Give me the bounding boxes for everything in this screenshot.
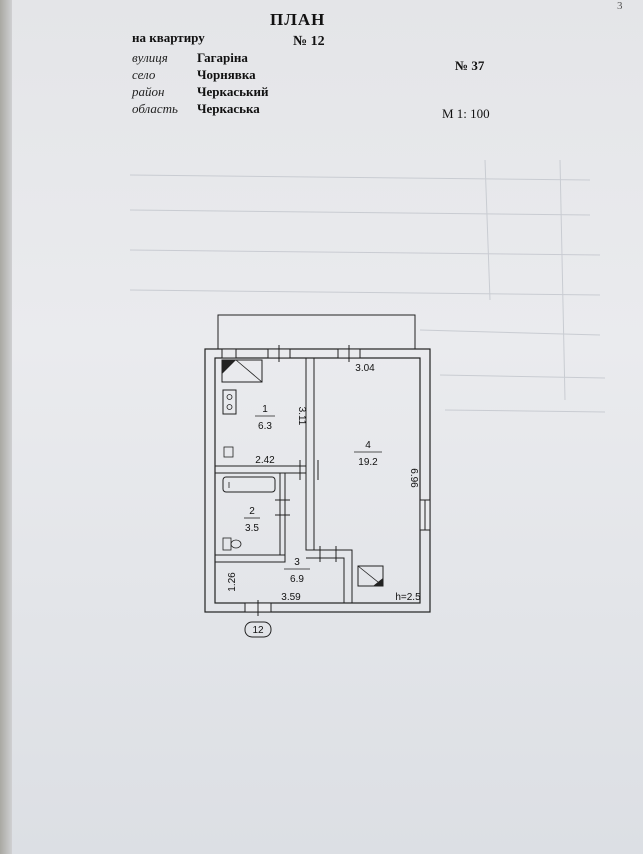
bathtub [222,476,276,493]
vent-duct [221,359,263,383]
toilet [222,537,242,551]
dim-room1-width: 3.59 [281,592,301,603]
dim-room4-width: 3.04 [355,363,375,374]
house-number: № 37 [455,58,485,73]
show-through-lines [129,159,606,413]
region-value: Черкаська [197,101,260,116]
dim-room4-height: 6.96 [408,468,419,488]
apartment-number: № 12 [293,34,325,49]
door-marks [275,460,337,562]
room-3-area: 6.3 [258,421,272,432]
district-label: район [132,84,165,99]
room-4-number: 4 [365,440,371,451]
room-3-label: 1 6.3 [255,404,275,432]
document-title: ПЛАН [270,10,326,29]
room-1-number: 3 [294,557,300,568]
dim-room3-width: 2.42 [255,455,275,466]
document-subtitle: на квартиру [132,30,205,45]
sink [223,446,234,458]
room-2-label: 2 3.5 [244,506,260,534]
room-4-label: 4 19.2 [354,440,382,468]
street-value: Гагаріна [197,50,248,65]
room-2-number: 2 [249,506,255,517]
windows [221,345,431,616]
room-1-label: 3 6.9 [284,557,310,585]
district-value: Черкаський [197,84,269,99]
dim-room1-height: 1.26 [227,572,238,592]
room-4-area: 19.2 [358,457,378,468]
room-2-area: 3.5 [245,523,259,534]
room-1-area: 6.9 [290,574,304,585]
page-corner-number: 3 [617,0,623,12]
entrance-marker: 12 [244,621,272,638]
region-label: область [132,101,178,116]
binding-edge [0,0,12,854]
village-value: Чорнявка [197,67,256,82]
room-3-number: 1 [262,404,268,415]
partitions [214,357,353,603]
outer-walls [204,348,431,613]
scale-label: М 1: 100 [442,106,490,121]
village-label: село [132,67,156,82]
dim-room3-height: 3.11 [296,407,307,426]
closet [357,565,384,587]
stove [222,389,237,415]
balcony [217,314,416,350]
entrance-number: 12 [252,625,264,636]
ceiling-height: h=2.5 [395,592,421,603]
street-label: вулиця [132,50,168,65]
